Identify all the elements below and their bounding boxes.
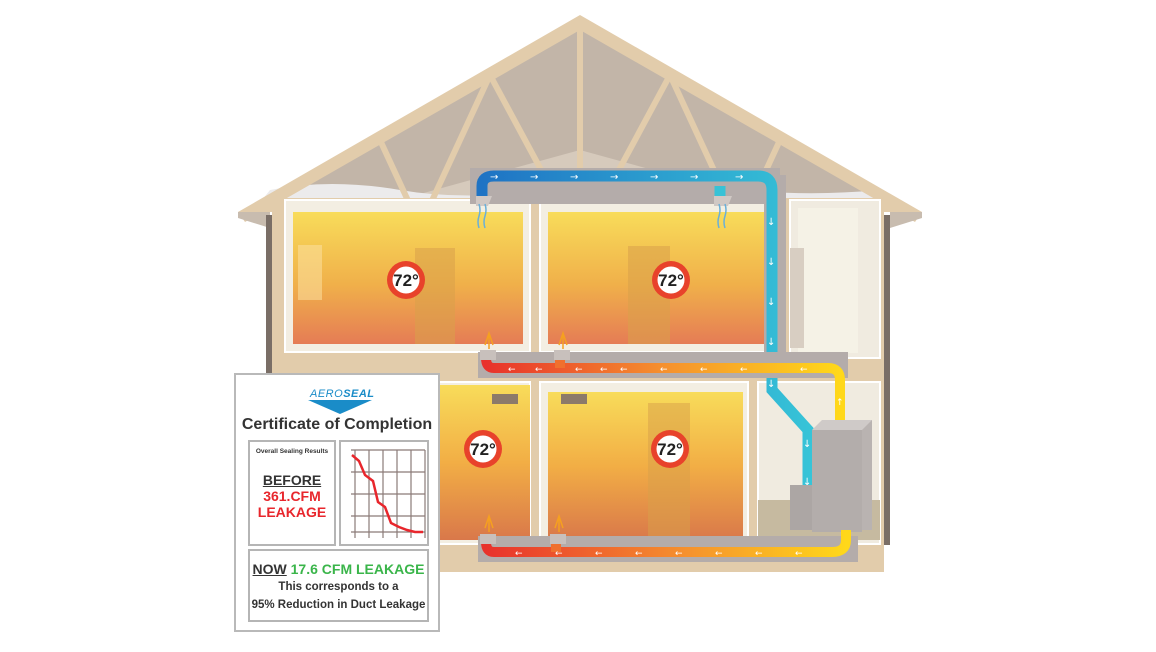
now-label: NOW <box>252 561 287 577</box>
svg-text:→: → <box>530 172 538 183</box>
svg-text:←: ← <box>600 365 608 375</box>
svg-text:←: ← <box>620 365 628 375</box>
svg-text:←: ← <box>660 365 668 375</box>
svg-text:↓: ↓ <box>767 297 775 308</box>
svg-text:←: ← <box>508 365 516 375</box>
return-duct <box>476 170 820 516</box>
temperature-badge-lower-left: 72° <box>464 430 502 468</box>
svg-text:→: → <box>650 172 658 183</box>
svg-text:↓: ↓ <box>767 337 775 348</box>
svg-text:←: ← <box>575 365 583 375</box>
svg-text:←: ← <box>675 549 683 559</box>
svg-text:72°: 72° <box>657 440 683 459</box>
svg-text:←: ← <box>535 365 543 375</box>
svg-text:↓: ↓ <box>767 379 775 390</box>
svg-text:←: ← <box>700 365 708 375</box>
before-label: BEFORE <box>262 472 322 488</box>
temperature-badge-upper-middle: 72° <box>652 261 690 299</box>
svg-text:←: ← <box>755 549 763 559</box>
results-label: Overall Sealing Results <box>255 448 329 455</box>
svg-text:72°: 72° <box>393 271 419 290</box>
svg-text:72°: 72° <box>470 440 496 459</box>
svg-text:←: ← <box>740 365 748 375</box>
upper-supply-duct <box>481 357 845 420</box>
aeroseal-logo: AEROSEAL <box>236 383 438 414</box>
now-value: 17.6 CFM LEAKAGE <box>290 561 425 577</box>
certificate-card: AEROSEAL Certificate of Completion Overa… <box>234 373 440 632</box>
leakage-chart <box>339 440 429 546</box>
svg-text:←: ← <box>635 549 643 559</box>
svg-text:↓: ↓ <box>803 477 811 488</box>
svg-text:←: ← <box>555 549 563 559</box>
svg-text:←: ← <box>795 549 803 559</box>
svg-text:→: → <box>690 172 698 183</box>
svg-text:←: ← <box>515 549 523 559</box>
svg-text:←: ← <box>715 549 723 559</box>
description-line2: 95% Reduction in Duct Leakage <box>251 599 426 611</box>
svg-text:→: → <box>490 172 498 183</box>
temperature-badge-lower-middle: 72° <box>651 430 689 468</box>
before-value-line1: 361.CFM <box>263 488 321 504</box>
temperature-badge-upper-left: 72° <box>387 261 425 299</box>
before-results-panel: Overall Sealing Results BEFORE 361.CFM L… <box>248 440 336 546</box>
before-value-line2: LEAKAGE <box>257 504 327 520</box>
svg-text:↓: ↓ <box>767 257 775 268</box>
svg-text:→: → <box>610 172 618 183</box>
lower-supply-duct <box>481 530 851 557</box>
description-line1: This corresponds to a <box>278 581 399 593</box>
svg-text:←: ← <box>800 365 808 375</box>
now-results-panel: NOW 17.6 CFM LEAKAGE This corresponds to… <box>248 549 429 622</box>
certificate-title: Certificate of Completion <box>241 416 433 433</box>
svg-text:→: → <box>570 172 578 183</box>
svg-text:↓: ↓ <box>803 439 811 450</box>
logo-chevron-icon <box>308 400 372 414</box>
svg-text:↓: ↓ <box>767 217 775 228</box>
svg-text:←: ← <box>595 549 603 559</box>
svg-text:→: → <box>735 172 743 183</box>
leakage-curve <box>351 454 423 534</box>
svg-text:↑: ↑ <box>836 398 844 408</box>
svg-text:72°: 72° <box>658 271 684 290</box>
